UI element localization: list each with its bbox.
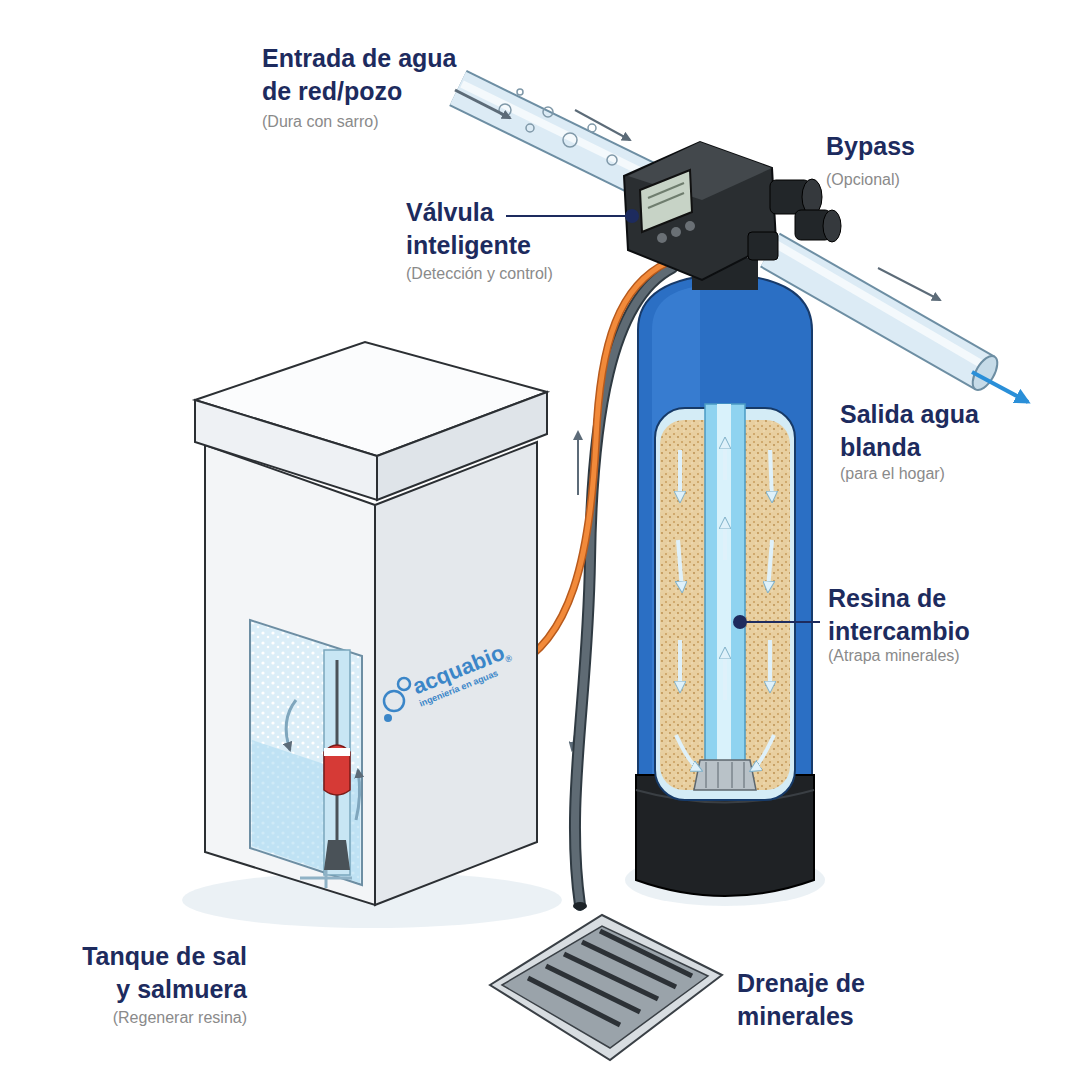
- flow-arrows-part: [455, 90, 510, 118]
- callout-label: Válvula inteligente: [406, 196, 551, 261]
- resin-tank-part: [678, 640, 682, 690]
- resin-tank-part: [718, 762, 719, 788]
- callout-label: Drenaje de minerales: [737, 967, 902, 1032]
- brine-tank-part: [324, 840, 350, 870]
- leader-lines-part: [625, 209, 639, 223]
- callout-note: (Dura con sarro): [262, 112, 378, 131]
- drain-grate-part: [546, 966, 640, 1012]
- brine-tank-part: [356, 770, 360, 820]
- drain-grate-part: [528, 978, 620, 1025]
- resin-tank-part: [678, 450, 682, 500]
- resin-tank-part: [678, 540, 682, 590]
- leader-lines: [506, 209, 820, 629]
- resin-tank-part: [770, 450, 772, 500]
- resin-tank-part: [768, 540, 772, 590]
- brine-tank-part: [300, 870, 352, 888]
- drain-grate-part: [490, 915, 722, 1060]
- resin-tank-part: [676, 735, 700, 770]
- callout-label: Entrada de agua de red/pozo: [262, 42, 477, 107]
- brine-tank-part: [375, 442, 537, 905]
- drain-grate: [490, 915, 722, 1060]
- callout-label: Salida agua blanda: [840, 398, 1020, 463]
- drain-grate-part: [564, 954, 658, 999]
- brine-tank-part: [377, 392, 547, 500]
- outlet-pipe-part: [972, 372, 1028, 402]
- control-valve-part: [671, 227, 681, 237]
- inlet-pipe-part: [543, 107, 553, 117]
- drain-grate-part: [582, 942, 676, 987]
- inlet-pipe-part: [526, 124, 534, 132]
- brine-tank-part: [195, 400, 377, 500]
- resin-tank-part: [744, 762, 745, 788]
- inlet-pipe-part: [563, 133, 577, 147]
- brine-tank-part: [324, 745, 350, 795]
- brine-tank: [182, 342, 562, 928]
- control-valve: [624, 142, 841, 280]
- callout-label: Bypass: [826, 130, 1026, 163]
- brine-tank-part: [250, 620, 362, 885]
- resin-tank-part: [694, 760, 756, 790]
- resin-tank: [625, 258, 825, 906]
- inlet-pipe-part: [607, 155, 617, 165]
- resin-tank-part: [717, 404, 731, 774]
- leader-lines-part: [746, 621, 820, 623]
- inlet-pipe-part: [458, 88, 650, 182]
- resin-tank-part: [732, 762, 733, 788]
- callout-label: Tanque de sal y salmuera: [62, 940, 247, 1005]
- callout-note: (para el hogar): [840, 464, 945, 483]
- control-valve-part: [748, 232, 778, 260]
- drain-hose-part: [573, 902, 587, 910]
- control-valve-part: [823, 210, 841, 242]
- brine-tank-part: [398, 678, 410, 690]
- brine-tank-part: [324, 650, 350, 875]
- brine-tank-part: [286, 700, 296, 750]
- resin-tank-part: [752, 735, 774, 770]
- drain-grate-part: [502, 926, 708, 1048]
- flow-arrows-part: [575, 110, 630, 140]
- brine-tank-part: [205, 445, 375, 905]
- control-valve-part: [685, 221, 695, 231]
- brine-tank-part: [324, 748, 350, 756]
- callout-note: (Atrapa minerales): [828, 646, 960, 665]
- flow-arrows-part: [577, 432, 579, 495]
- brine-tank-part: [384, 691, 404, 711]
- resin-tank-part: [768, 640, 772, 690]
- control-valve-part: [640, 170, 692, 232]
- resin-tank-part: [723, 650, 727, 700]
- callout-label: Resina de intercambio: [828, 582, 1003, 647]
- leader-lines-part: [506, 215, 626, 217]
- control-valve-part: [657, 233, 667, 243]
- resin-tank-part: [723, 520, 727, 560]
- brine-tank-part: [384, 714, 392, 722]
- inlet-pipe-part: [517, 89, 523, 95]
- inlet-pipe: [458, 84, 650, 182]
- leader-lines-part: [733, 615, 747, 629]
- inlet-pipe-part: [588, 124, 596, 132]
- drain-grate-part: [600, 931, 692, 976]
- resin-tank-part: [723, 440, 727, 480]
- control-valve-part: [648, 193, 684, 208]
- resin-tank-part: [705, 404, 745, 774]
- callout-note: (Detección y control): [406, 264, 553, 283]
- callout-note: (Regenerar resina): [27, 1008, 247, 1027]
- resin-tank-part: [706, 762, 707, 788]
- resin-tank-part: [638, 274, 812, 790]
- inlet-pipe-part: [458, 88, 650, 182]
- inlet-pipe-part: [462, 84, 648, 175]
- callout-note: (Opcional): [826, 170, 900, 189]
